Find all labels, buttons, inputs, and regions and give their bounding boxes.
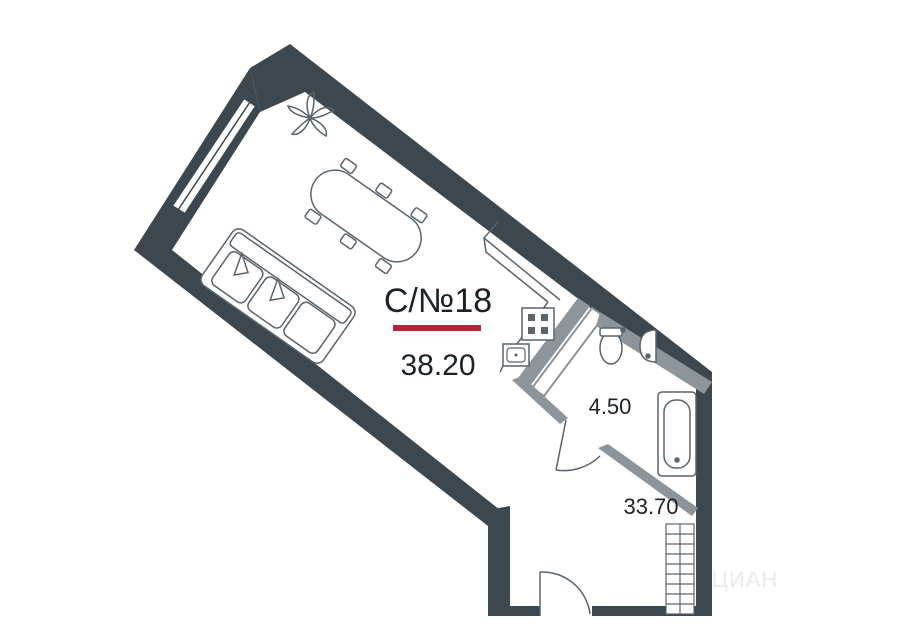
- bathroom-door-icon: [555, 419, 601, 472]
- total-area: 38.20: [400, 349, 475, 382]
- window-icon: [170, 96, 258, 216]
- radiator-icon: [665, 523, 695, 615]
- living-area: 33.70: [623, 494, 678, 519]
- title-underline: [393, 325, 481, 331]
- toilet-icon: [599, 327, 626, 365]
- apartment-title: С/№18: [384, 282, 492, 320]
- stove-icon: [521, 307, 555, 341]
- dining-table-icon: [304, 157, 428, 275]
- sink-icon: [502, 343, 530, 367]
- entrance-door-icon: [539, 571, 591, 616]
- washbasin-icon: [639, 329, 657, 363]
- bathtub-icon: [657, 391, 697, 477]
- bathroom-area: 4.50: [589, 394, 632, 419]
- plant-icon: [286, 90, 336, 138]
- sofa-icon: [200, 228, 356, 364]
- watermark: ЦИАН: [712, 567, 779, 592]
